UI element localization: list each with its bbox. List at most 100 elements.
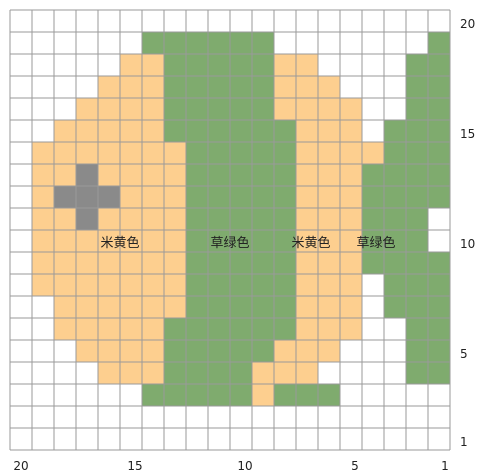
green-cell (406, 296, 428, 318)
beige-cell (142, 54, 164, 76)
empty-cell (230, 10, 252, 32)
beige-cell (54, 252, 76, 274)
row-labels: 20 15 10 5 1 (460, 17, 475, 449)
green-cell (384, 296, 406, 318)
empty-cell (10, 406, 32, 428)
green-cell (384, 120, 406, 142)
empty-cell (340, 76, 362, 98)
beige-cell (318, 318, 340, 340)
green-cell (406, 120, 428, 142)
empty-cell (120, 428, 142, 450)
green-cell (186, 54, 208, 76)
beige-cell (164, 164, 186, 186)
empty-cell (428, 230, 450, 252)
green-cell (208, 186, 230, 208)
beige-cell (318, 208, 340, 230)
beige-cell (120, 208, 142, 230)
empty-cell (252, 406, 274, 428)
beige-cell (296, 164, 318, 186)
empty-cell (32, 32, 54, 54)
green-cell (296, 384, 318, 406)
empty-cell (54, 10, 76, 32)
green-cell (406, 340, 428, 362)
beige-cell (164, 208, 186, 230)
beige-cell (318, 164, 340, 186)
beige-cell (318, 296, 340, 318)
beige-cell (340, 164, 362, 186)
green-cell (186, 230, 208, 252)
green-cell (164, 98, 186, 120)
empty-cell (10, 274, 32, 296)
empty-cell (32, 362, 54, 384)
green-cell (252, 164, 274, 186)
green-cell (164, 32, 186, 54)
green-cell (208, 252, 230, 274)
beige-cell (296, 252, 318, 274)
green-cell (186, 296, 208, 318)
green-cell (230, 142, 252, 164)
green-cell (208, 142, 230, 164)
empty-cell (54, 362, 76, 384)
beige-cell (142, 120, 164, 142)
empty-cell (54, 428, 76, 450)
empty-cell (98, 32, 120, 54)
beige-cell (32, 186, 54, 208)
beige-cell (296, 54, 318, 76)
empty-cell (32, 120, 54, 142)
empty-cell (384, 98, 406, 120)
green-cell (428, 98, 450, 120)
green-cell (186, 120, 208, 142)
empty-cell (384, 54, 406, 76)
green-cell (230, 186, 252, 208)
empty-cell (296, 32, 318, 54)
beige-cell (164, 274, 186, 296)
empty-cell (32, 296, 54, 318)
empty-cell (384, 384, 406, 406)
green-cell (428, 296, 450, 318)
empty-cell (120, 384, 142, 406)
green-cell (186, 186, 208, 208)
green-cell (252, 120, 274, 142)
empty-cell (10, 76, 32, 98)
row-label: 15 (460, 127, 475, 141)
beige-cell (98, 274, 120, 296)
empty-cell (10, 164, 32, 186)
empty-cell (340, 32, 362, 54)
column-label: 20 (13, 459, 28, 473)
beige-cell (120, 252, 142, 274)
empty-cell (384, 362, 406, 384)
green-cell (252, 142, 274, 164)
beige-cell (318, 274, 340, 296)
green-cell (274, 208, 296, 230)
beige-cell (296, 142, 318, 164)
empty-cell (296, 406, 318, 428)
beige-cell (142, 208, 164, 230)
empty-cell (120, 10, 142, 32)
green-cell (406, 98, 428, 120)
beige-cell (98, 98, 120, 120)
green-cell (208, 98, 230, 120)
green-cell (208, 76, 230, 98)
green-cell (186, 98, 208, 120)
beige-cell (142, 142, 164, 164)
green-cell (428, 274, 450, 296)
beige-cell (362, 142, 384, 164)
green-cell (186, 142, 208, 164)
empty-cell (296, 10, 318, 32)
beige-cell (76, 296, 98, 318)
beige-cell (54, 120, 76, 142)
green-cell (428, 186, 450, 208)
beige-cell (120, 296, 142, 318)
green-cell (362, 164, 384, 186)
beige-cell (98, 208, 120, 230)
empty-cell (54, 406, 76, 428)
green-cell (230, 76, 252, 98)
empty-cell (384, 32, 406, 54)
green-cell (274, 296, 296, 318)
empty-cell (362, 340, 384, 362)
beige-cell (32, 208, 54, 230)
green-cell (406, 54, 428, 76)
green-cell (230, 274, 252, 296)
green-cell (186, 274, 208, 296)
empty-cell (164, 406, 186, 428)
